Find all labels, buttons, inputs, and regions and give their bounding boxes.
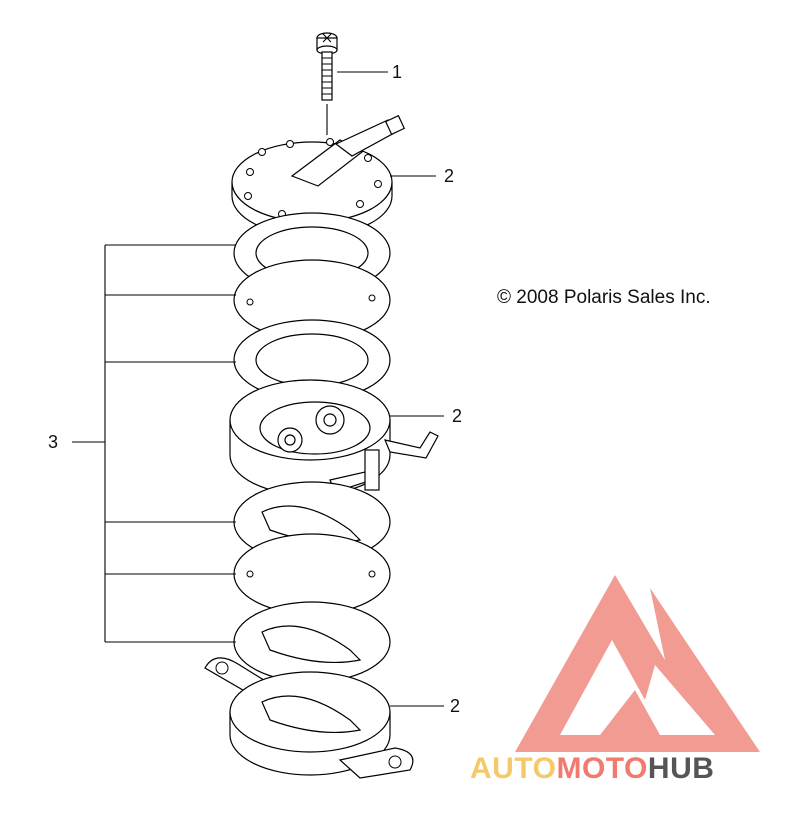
watermark-auto: AUTO: [470, 752, 556, 785]
leader-lines: [72, 71, 444, 707]
watermark-hub: HUB: [648, 752, 715, 785]
copyright-text: © 2008 Polaris Sales Inc.: [497, 287, 711, 308]
watermark-logo-icon: [515, 575, 760, 752]
watermark-text: AUTOMOTOHUB: [470, 752, 714, 785]
pump-base-part: [204, 657, 414, 779]
watermark-moto: MOTO: [556, 752, 647, 785]
callout-1-screw: 1: [392, 62, 402, 82]
gasket-lower-2: [233, 601, 391, 683]
callout-2-cover: 2: [444, 166, 454, 186]
pump-body-part: [229, 379, 439, 496]
callout-2-base: 2: [450, 696, 460, 716]
callout-3-gasket-kit: 3: [48, 432, 58, 452]
gasket-upper-2: [233, 319, 391, 401]
screw-part: [316, 32, 338, 135]
callout-2-pump-body: 2: [452, 406, 462, 426]
